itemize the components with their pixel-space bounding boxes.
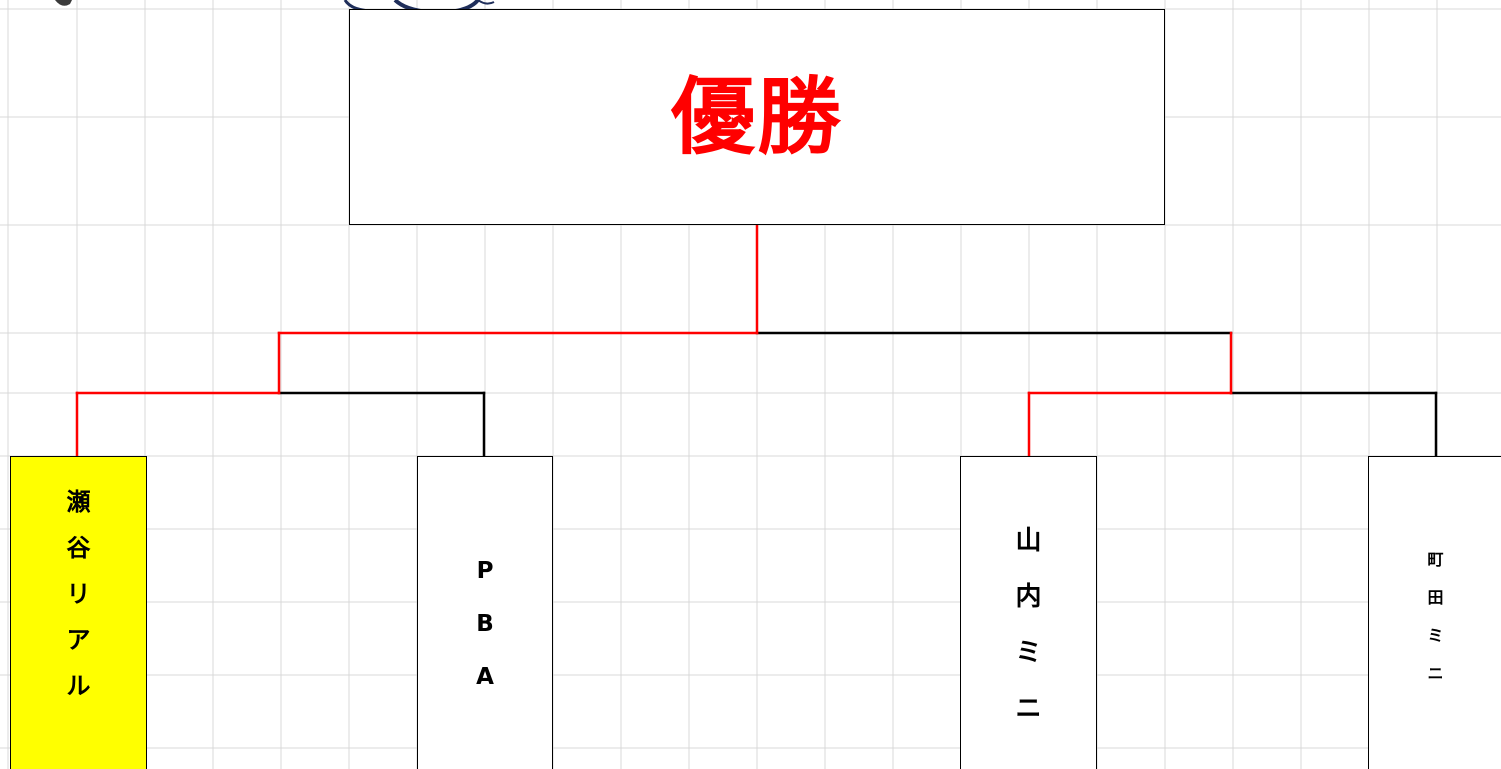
champion-box: 優勝	[349, 9, 1165, 225]
team-box-pba: P B A	[417, 456, 553, 769]
champion-label: 優勝	[670, 68, 843, 166]
team-box-yamauchi-mini: 山 内 ミ ニ	[960, 456, 1097, 769]
team-name: 町 田 ミ ニ	[1427, 550, 1444, 683]
team-name: 瀬 谷 リ ア ル	[66, 488, 91, 700]
team-box-machida-mini: 町 田 ミ ニ	[1368, 456, 1501, 769]
team-name: P B A	[476, 558, 494, 690]
team-name: 山 内 ミ ニ	[1015, 526, 1042, 724]
team-box-seya-real: 瀬 谷 リ ア ル	[10, 456, 147, 769]
